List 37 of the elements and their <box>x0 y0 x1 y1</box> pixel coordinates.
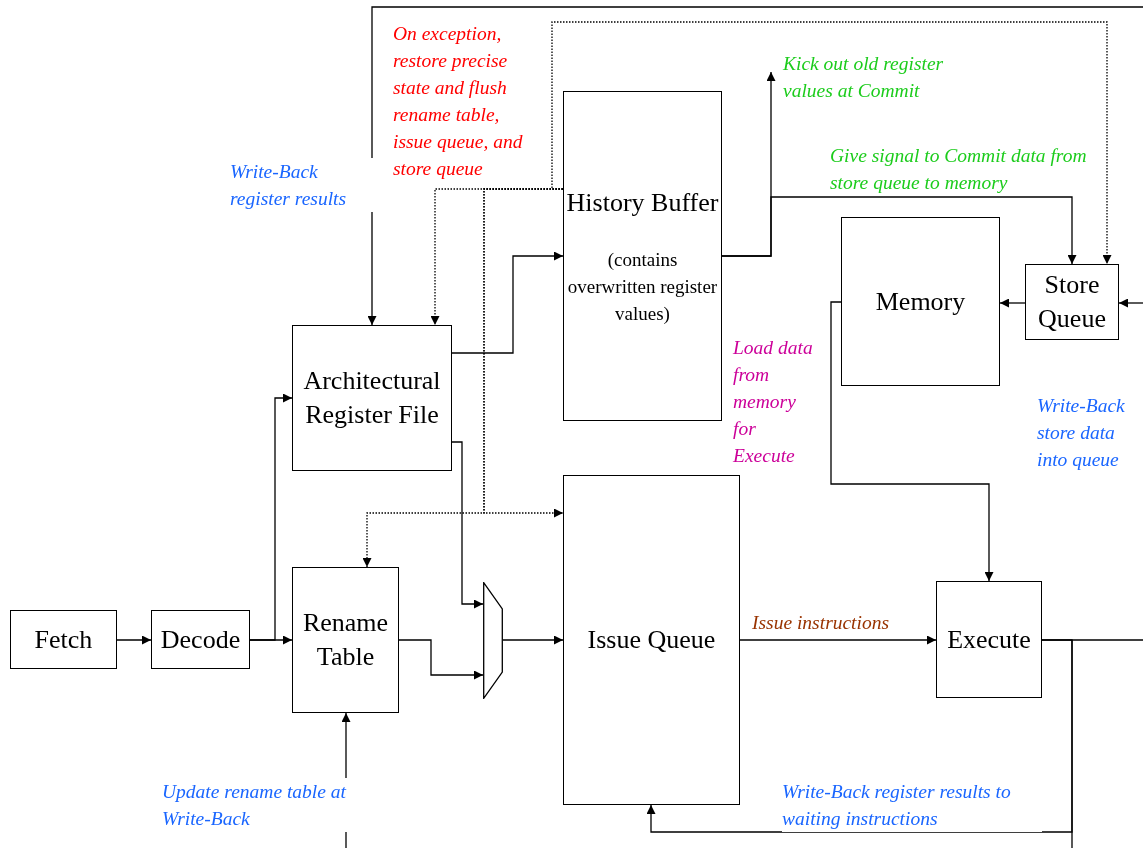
block-label: History Buffer <box>566 186 719 219</box>
edge-label: Write-Back register results <box>230 158 375 212</box>
block-box <box>563 475 740 805</box>
dotted-arrow <box>483 188 564 518</box>
dotted-arrow <box>551 21 1112 265</box>
block-box <box>936 581 1042 698</box>
arrow <box>451 441 484 609</box>
arrow <box>502 635 564 645</box>
block-label: Memory <box>875 285 966 318</box>
arrow <box>739 635 937 645</box>
block-note: (contains overwritten register values) <box>566 247 719 326</box>
arrow <box>1118 298 1143 308</box>
block-label: Execute <box>947 623 1031 656</box>
arrow <box>451 251 564 354</box>
block-label: Issue Queue <box>587 624 716 656</box>
block-box <box>292 567 399 713</box>
arrow <box>646 639 1073 833</box>
arrow <box>830 301 994 582</box>
arrow <box>249 635 293 645</box>
block-label: Store Queue <box>1037 269 1107 335</box>
edge-label: Update rename table at Write-Back <box>162 778 347 832</box>
block-label: Rename Table <box>301 607 390 673</box>
block-box <box>151 610 250 669</box>
block-box <box>1025 264 1119 340</box>
block-label: Decode <box>160 623 241 656</box>
block-label: Architectural Register File <box>302 365 442 431</box>
arrow <box>398 639 484 680</box>
arrow <box>999 298 1026 308</box>
block-box <box>563 91 722 421</box>
block-label: Fetch <box>34 623 93 656</box>
block-box <box>292 325 452 471</box>
block-box <box>10 610 117 669</box>
arrow <box>367 6 1143 326</box>
arrow <box>721 196 1077 265</box>
arrow <box>116 635 152 645</box>
block-box <box>841 217 1000 386</box>
multiplexer-symbol <box>483 582 503 699</box>
